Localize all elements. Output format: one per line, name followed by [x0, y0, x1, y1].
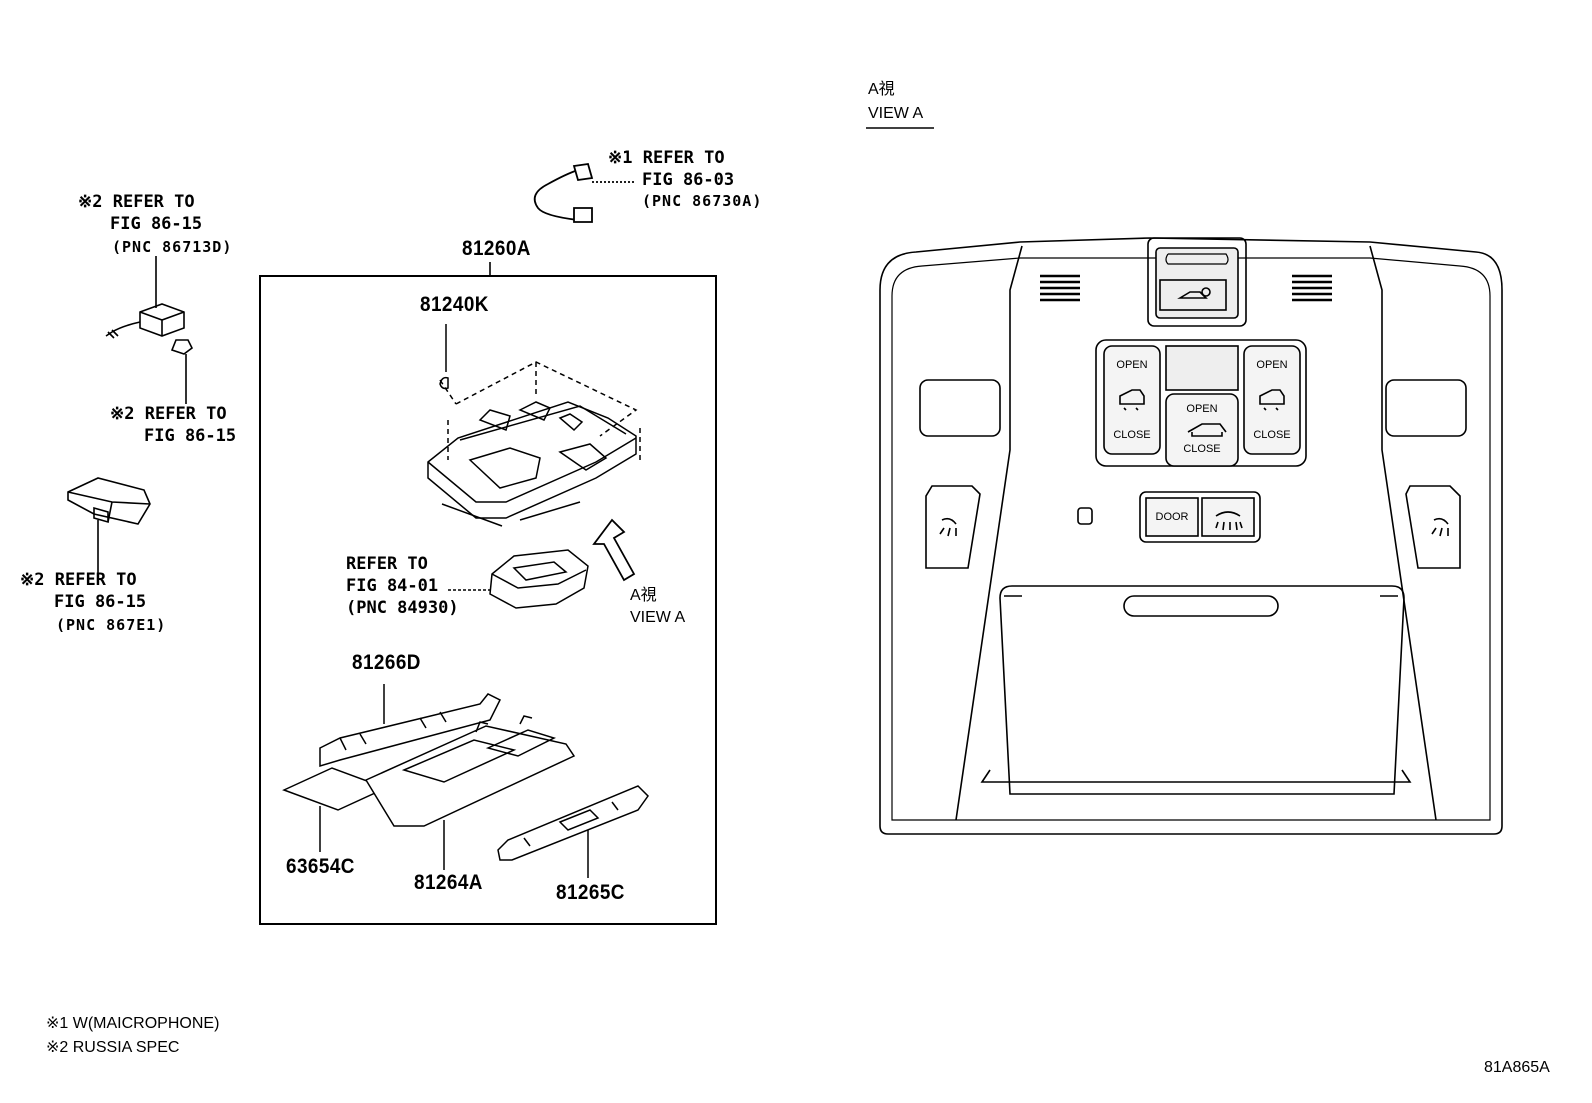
left-switch-open-label: OPEN: [1116, 359, 1148, 371]
connector-part: [105, 256, 194, 404]
view-a-arrow: [592, 518, 636, 582]
ref-conn-mark: ※2: [78, 192, 103, 212]
ref-mic-line1: ※1 REFER TO: [608, 150, 725, 167]
door-button-label: DOOR: [1155, 511, 1189, 523]
ref-mic-mark: ※1: [608, 148, 633, 168]
part-number-81260A: 81260A: [462, 237, 531, 260]
ref-mic-line2: FIG 86-03: [642, 170, 735, 190]
view-a-arrow-label: VIEW A: [630, 609, 686, 626]
ref-module-mark: ※2: [20, 570, 45, 590]
module-part: [67, 477, 151, 576]
microphone-part: [533, 162, 636, 223]
ref-lamp-line3: (PNC 84930): [346, 598, 459, 618]
part-number-81264A: 81264A: [414, 871, 483, 894]
left-switch-close-label: CLOSE: [1113, 429, 1151, 441]
view-a-title-label: VIEW A: [868, 105, 924, 122]
ref-module-line2: FIG 86-15: [54, 592, 147, 612]
ref-mic-text: REFER TO: [642, 148, 725, 168]
note-2: ※2 RUSSIA SPEC: [46, 1039, 180, 1056]
trim-81265C-part: [497, 785, 649, 878]
ref-mic-line3: (PNC 86730A): [642, 192, 763, 210]
ref-clip-mark: ※2: [110, 404, 135, 424]
part-number-81240K: 81240K: [420, 293, 489, 316]
trim-81266D-part: [319, 684, 502, 768]
ref-conn-text: REFER TO: [112, 192, 195, 212]
part-number-81265C: 81265C: [556, 881, 625, 904]
view-a-console: [879, 237, 1503, 835]
ref-module-line1: ※2 REFER TO: [20, 572, 137, 589]
ref-module-text: REFER TO: [54, 570, 137, 590]
center-switch-open-label: OPEN: [1186, 403, 1218, 415]
assembly-frame: [259, 275, 717, 925]
center-switch-close-label: CLOSE: [1183, 443, 1221, 455]
ref-clip-line2: FIG 86-15: [144, 426, 237, 446]
right-switch-open-label: OPEN: [1256, 359, 1288, 371]
ref-module-line3: (PNC 867E1): [56, 616, 167, 634]
bracket-81264A-part: [364, 715, 576, 870]
ref-lamp-line2: FIG 84-01: [346, 576, 439, 596]
view-a-arrow-kanji: A視: [630, 587, 657, 604]
ref-conn-line3: (PNC 86713D): [112, 238, 233, 256]
ref-clip-line1: ※2 REFER TO: [110, 406, 227, 423]
right-switch-close-label: CLOSE: [1253, 429, 1291, 441]
ref-lamp-line1: REFER TO: [346, 554, 428, 574]
ref-clip-text: REFER TO: [144, 404, 227, 424]
map-lamp-part: [448, 549, 589, 609]
figure-code: 81A865A: [1484, 1059, 1550, 1076]
console-frame-part: [427, 324, 641, 527]
part-number-63654C: 63654C: [286, 855, 355, 878]
view-a-title-kanji: A視: [868, 81, 895, 98]
part-number-81266D: 81266D: [352, 651, 421, 674]
ref-conn-line1: ※2 REFER TO: [78, 194, 195, 211]
note-1: ※1 W(MAICROPHONE): [46, 1015, 220, 1032]
ref-conn-line2: FIG 86-15: [110, 214, 203, 234]
